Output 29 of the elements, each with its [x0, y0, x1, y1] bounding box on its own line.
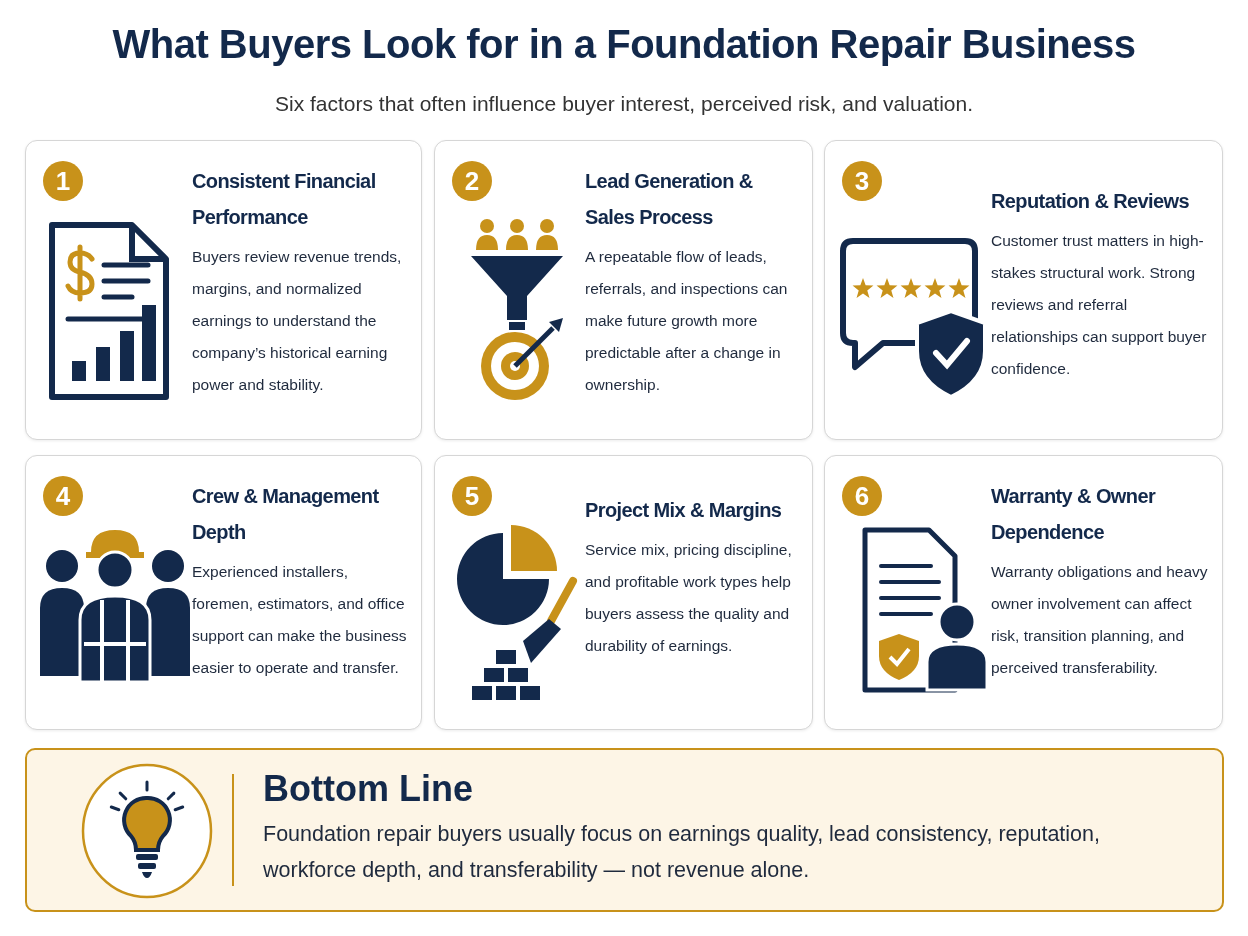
card-text: Experienced installers, foremen, estimators, and office support can make the business easier to operate and transfer. [192, 562, 408, 678]
card-text: Buyers review revenue trends, margins, and normalized earnings to understand the company’s historical earning power and stability. [192, 247, 403, 395]
number-badge: 2 [452, 161, 492, 201]
factor-card [25, 455, 422, 730]
factor-card [824, 140, 1223, 440]
card-heading: Crew & Management Depth [192, 484, 380, 545]
card-heading: Project Mix & Margins [585, 498, 783, 523]
panel-heading: Bottom Line [263, 768, 473, 810]
card-text: Service mix, pricing discipline, and profitable work types help buyers assess the quality and durability of earnings. [585, 540, 793, 656]
bottom-line-panel [25, 748, 1224, 912]
card-heading: Warranty & Owner Dependence [991, 484, 1157, 545]
factor-card [824, 455, 1223, 730]
number-badge: 4 [43, 476, 83, 516]
factor-card [434, 140, 813, 440]
card-text: Warranty obligations and heavy owner involvement can affect risk, transition planning, and perceived transferability. [991, 562, 1209, 678]
card-text: A repeatable flow of leads, referrals, and inspections can make future growth more predictable after a change in ownership. [585, 247, 789, 395]
number-badge: 5 [452, 476, 492, 516]
card-heading: Reputation & Reviews [991, 189, 1191, 214]
panel-text: Foundation repair buyers usually focus on earnings quality, lead consistency, reputation, workforce depth, and transferability — not revenue alone. [263, 821, 1101, 884]
factor-card [434, 455, 813, 730]
number-badge: 6 [842, 476, 882, 516]
card-heading: Lead Generation & Sales Process [585, 169, 754, 230]
title: What Buyers Look for in a Foundation Repair Business [111, 22, 1137, 67]
number-badge: 1 [43, 161, 83, 201]
factor-card [25, 140, 422, 440]
card-text: Customer trust matters in high-stakes structural work. Strong reviews and referral relationships can support buyer confidence. [991, 231, 1208, 379]
number-badge: 3 [842, 161, 882, 201]
card-heading: Consistent Financial Performance [192, 169, 377, 230]
subtitle: Six factors that often influence buyer interest, perceived risk, and valuation. [273, 92, 974, 116]
